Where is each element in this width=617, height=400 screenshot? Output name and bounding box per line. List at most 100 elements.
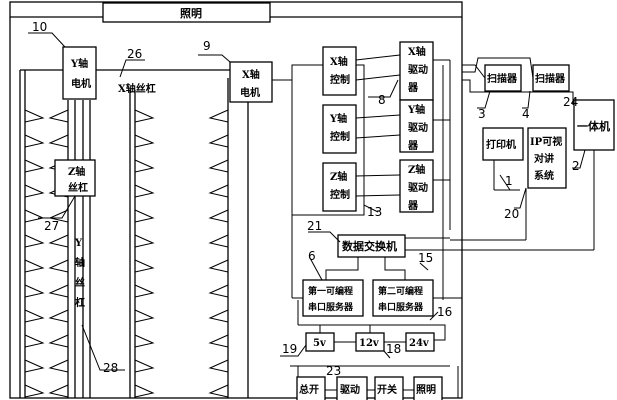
ip-intercom-box [527,127,567,189]
shelf-tooth [134,234,155,248]
switch-bottom-box [374,376,404,400]
ref-3: 3 [478,107,486,121]
shelf-tooth [134,159,155,173]
ref-18: 18 [386,342,401,356]
printer-box [482,127,524,161]
data-switch-label: 数据交换机 [342,239,397,253]
y-control-label-1: Y轴 [329,112,347,125]
ref-24: 24 [563,95,578,109]
z-lead-screw-label-2: 丝杠 [68,181,88,194]
x-driver-label-2: 驱动 [408,63,428,76]
lighting-bottom-box [413,376,443,400]
y-control-label-2: 控制 [330,130,350,143]
x-driver-label-3: 器 [407,82,419,94]
psu-12v-label: 12v [359,338,380,349]
shelf-tooth [48,384,69,398]
shelf-tooth [24,209,45,223]
lighting-top-label: 照明 [180,7,202,20]
serial-server-1-label-1: 第一可编程 [308,285,353,297]
switch-bottom-label: 开关 [377,383,397,396]
shelf-tooth [24,109,45,123]
scanner-1-box [484,64,522,92]
psu-24v-label: 24v [409,338,430,349]
shelf-tooth [24,234,45,248]
shelf-tooth [24,309,45,323]
shelf-tooth [24,334,45,348]
shelf-tooth [208,284,229,298]
ref-4: 4 [522,107,530,121]
ref-15: 15 [418,251,433,265]
shelf-tooth [208,234,229,248]
shelf-tooth [48,309,69,323]
ref-23: 23 [326,364,341,378]
y-lead-screw-label-1: Y [74,238,83,249]
x-control-label-1: X轴 [330,55,348,68]
shelf-tooth [134,334,155,348]
y-lead-screw-label-4: 杠 [75,296,85,309]
ref-2: 2 [572,159,580,173]
ref-10: 10 [32,20,47,34]
shelf-tooth [24,259,45,273]
drive-bottom-label: 驱动 [340,383,360,396]
x-lead-screw-label: X轴丝杠 [118,82,156,95]
y-lead-screw-label-2: 轴 [75,256,85,269]
x-control-label-2: 控制 [330,73,350,86]
shelf-tooth [134,359,155,373]
z-control-label-1: Z轴 [330,170,347,183]
x-driver-label-1: X轴 [408,45,426,58]
ref-21: 21 [307,219,322,233]
printer-label: 打印机 [486,138,516,151]
ip-intercom-label-1: IP可视 [530,135,562,148]
ref-28: 28 [103,361,118,375]
ref-26: 26 [127,47,142,61]
serial-server-1-box [302,279,364,317]
ref-20: 20 [504,207,519,221]
main-switch-box [296,376,326,400]
ref-19: 19 [282,342,297,356]
shelf-tooth [208,384,229,398]
shelf-tooth [48,234,69,248]
shelf-tooth [134,259,155,273]
ip-intercom-label-2: 对讲 [534,152,554,165]
drive-bottom-box [336,376,368,400]
serial-server-2-label-2: 串口服务器 [378,301,424,313]
ref-1: 1 [505,174,513,188]
shelf-tooth [134,384,155,398]
all-in-one-box [573,99,615,151]
shelf-tooth [48,359,69,373]
shelf-tooth [24,184,45,198]
z-lead-screw-box [54,159,96,197]
shelf-tooth [134,284,155,298]
shelf-tooth [24,284,45,298]
ref-27: 27 [44,219,59,233]
shelf-tooth [208,209,229,223]
data-switch-box [337,234,406,258]
z-driver-label-3: 器 [407,200,419,212]
main-switch-label: 总开 [299,383,319,396]
lighting-bottom-label: 照明 [416,384,436,396]
y-lead-screw-label-3: 丝 [75,276,85,289]
ref-16: 16 [437,305,452,319]
shelf-tooth [134,209,155,223]
serial-server-2-box [372,279,434,317]
shelf-tooth [208,309,229,323]
shelf-tooth [208,359,229,373]
y-driver-label-2: 驱动 [408,121,428,134]
serial-server-2-label-1: 第二可编程 [378,285,423,297]
y-motor-label-1: Y轴 [70,57,88,70]
z-control-box [322,162,357,212]
shelf-tooth [24,384,45,398]
z-driver-box [399,159,434,213]
z-control-label-2: 控制 [330,188,350,201]
x-motor-label-2: 电机 [240,86,260,99]
outer-frame [9,1,463,399]
ip-intercom-label-3: 系统 [534,169,554,182]
shelf-tooth [208,134,229,148]
y-motor-box [62,46,97,100]
ref-6: 6 [308,249,316,263]
y-motor-label-2: 电机 [71,77,91,90]
shelf-tooth [208,159,229,173]
scanner-2-label: 扫描器 [535,72,566,85]
shelf-tooth [134,134,155,148]
